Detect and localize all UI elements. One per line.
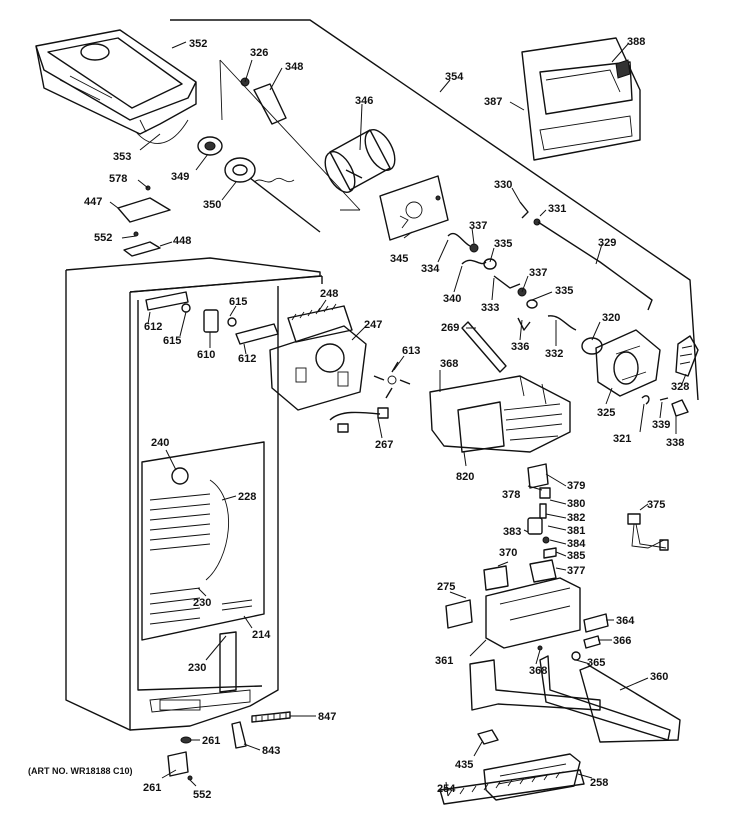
callout-361: 361 xyxy=(435,655,453,667)
callout-332: 332 xyxy=(545,348,563,360)
callout-610: 610 xyxy=(197,349,215,361)
callout-247: 247 xyxy=(364,319,382,331)
fan-part xyxy=(373,361,411,399)
callout-275: 275 xyxy=(437,581,455,593)
evaporator-part xyxy=(141,441,265,693)
callout-320: 320 xyxy=(602,312,620,324)
callout-329: 329 xyxy=(598,237,616,249)
callout-337b: 337 xyxy=(529,267,547,279)
callout-335: 335 xyxy=(494,238,512,250)
callout-269: 269 xyxy=(441,322,459,334)
callout-612: 612 xyxy=(144,321,162,333)
callout-552: 552 xyxy=(94,232,112,244)
callout-435: 435 xyxy=(455,759,473,771)
leader-lines xyxy=(109,41,687,797)
callout-384: 384 xyxy=(567,538,586,550)
callout-258: 258 xyxy=(590,777,608,789)
callout-336: 336 xyxy=(511,341,529,353)
callout-240: 240 xyxy=(151,437,169,449)
callout-261: 261 xyxy=(202,735,220,747)
control-housing-part xyxy=(269,303,367,411)
callout-214: 214 xyxy=(252,629,271,641)
callout-230b: 230 xyxy=(188,662,206,674)
door-frame-part xyxy=(521,37,641,161)
callout-267: 267 xyxy=(375,439,393,451)
rail-parts xyxy=(439,655,681,805)
callout-326: 326 xyxy=(250,47,268,59)
wire-harness-375 xyxy=(627,513,669,551)
hinge-parts xyxy=(167,711,291,781)
callout-379: 379 xyxy=(567,480,585,492)
callout-447: 447 xyxy=(84,196,102,208)
callout-381: 381 xyxy=(567,525,585,537)
callout-448: 448 xyxy=(173,235,191,247)
callout-321: 321 xyxy=(613,433,631,445)
callout-375: 375 xyxy=(647,499,665,511)
mounting-plate-part xyxy=(379,175,449,241)
callout-349: 349 xyxy=(171,171,189,183)
callout-labels: 352 326 348 354 388 387 353 346 349 350 … xyxy=(28,36,689,801)
callout-578: 578 xyxy=(109,173,127,185)
callout-335b: 335 xyxy=(555,285,573,297)
callout-331: 331 xyxy=(548,203,566,215)
water-valve-parts xyxy=(483,463,557,591)
drive-motor-part xyxy=(324,129,396,193)
callout-348: 348 xyxy=(285,61,303,73)
callout-345: 345 xyxy=(390,253,408,265)
callout-380: 380 xyxy=(567,498,585,510)
callout-354: 354 xyxy=(445,71,464,83)
callout-387: 387 xyxy=(484,96,502,108)
callout-248: 248 xyxy=(320,288,338,300)
gear-motor-part xyxy=(581,329,699,417)
enclosure-outline xyxy=(170,19,699,401)
callout-843: 843 xyxy=(262,745,280,757)
callout-228: 228 xyxy=(238,491,256,503)
callout-339: 339 xyxy=(652,419,670,431)
callout-366: 366 xyxy=(613,635,631,647)
wiring-harness-267 xyxy=(329,407,389,433)
callout-328: 328 xyxy=(671,381,689,393)
callout-383: 383 xyxy=(503,526,521,538)
callout-377: 377 xyxy=(567,565,585,577)
callout-338: 338 xyxy=(666,437,684,449)
callout-337: 337 xyxy=(469,220,487,232)
callout-333: 333 xyxy=(481,302,499,314)
callout-382: 382 xyxy=(567,512,585,524)
callout-330: 330 xyxy=(494,179,512,191)
callout-615b: 615 xyxy=(163,335,181,347)
callout-346: 346 xyxy=(355,95,373,107)
callout-612b: 612 xyxy=(238,353,256,365)
callout-261b: 261 xyxy=(143,782,161,794)
ice-bucket-part xyxy=(35,29,197,144)
valve-bracket-part xyxy=(445,577,609,661)
art-number: (ART NO. WR18188 C10) xyxy=(28,766,133,776)
callout-820: 820 xyxy=(456,471,474,483)
callout-847: 847 xyxy=(318,711,336,723)
linkage-parts xyxy=(447,201,653,331)
callout-552b: 552 xyxy=(193,789,211,801)
callout-370: 370 xyxy=(499,547,517,559)
cabinet-liner-part xyxy=(65,257,323,731)
callout-360: 360 xyxy=(650,671,668,683)
callout-352: 352 xyxy=(189,38,207,50)
callout-230: 230 xyxy=(193,597,211,609)
callout-385: 385 xyxy=(567,550,585,562)
callout-615: 615 xyxy=(229,296,247,308)
fill-tube-part xyxy=(461,321,507,373)
callout-613: 613 xyxy=(402,345,420,357)
icemaker-part xyxy=(429,375,571,453)
callout-388: 388 xyxy=(627,36,645,48)
callout-254: 254 xyxy=(437,783,456,795)
callout-353: 353 xyxy=(113,151,131,163)
callout-368: 368 xyxy=(440,358,458,370)
callout-365: 365 xyxy=(587,657,605,669)
callout-325: 325 xyxy=(597,407,615,419)
callout-340: 340 xyxy=(443,293,461,305)
callout-364: 364 xyxy=(616,615,635,627)
callout-350: 350 xyxy=(203,199,221,211)
callout-378: 378 xyxy=(502,489,520,501)
callout-334: 334 xyxy=(421,263,440,275)
callout-368b: 368 xyxy=(529,665,547,677)
